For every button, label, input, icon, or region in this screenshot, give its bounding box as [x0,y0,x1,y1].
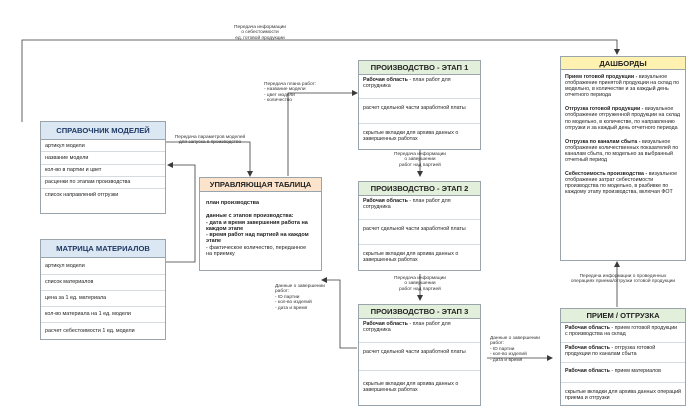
arrow-management-to-stage1 [287,90,358,176]
materials-matrix-title: МАТРИЦА МАТЕРИАЛОВ [41,240,165,258]
label-done-data: Данные о завершении работ: - ID партии -… [275,284,325,311]
label-done-data-3: Данные о завершении работ: - ID партии -… [490,336,540,363]
management-item: - дата и время завершения работа на [206,219,308,226]
management-plan-section: план производства [206,200,260,206]
arrow-materials-to-models [166,162,196,263]
models-directory-title: СПРАВОЧНИК МОДЕЛЕЙ [41,122,165,140]
shipping-row: Рабочая область - прием готовой продукци… [561,323,685,343]
stage-1-archive: скрытые вкладки для архива данных о заве… [363,130,459,143]
management-item: на приемку [206,251,235,258]
materials-row: кол-во материала на 1 ед. модели [41,307,165,323]
models-directory-box: СПРАВОЧНИК МОДЕЛЕЙ артикул модели назван… [40,121,166,214]
arrow-models-to-management [166,141,253,177]
shipping-title: ПРИЕМ / ОТГРУЗКА [561,309,685,323]
stage-1-work-area: Рабочая область - план работ для сотрудн… [359,75,480,99]
materials-matrix-box: МАТРИЦА МАТЕРИАЛОВ артикул модели список… [40,239,166,340]
models-row: расценки по этапам производства [41,177,165,190]
dashboard-block: Себестоимость производства - визуальное … [565,171,678,196]
arrow-models-to-dashboard [21,39,620,122]
label-completion-1: Передача информации о завершении работ н… [394,152,446,168]
materials-row: расчет себестоимости 1 ед. модели [45,327,135,334]
label-cost-info: Передача информации о себестоимости ед. … [234,25,286,41]
dashboard-block: Отгрузка по каналам сбыта - визуальное о… [565,138,679,164]
stage-3-salary-calc: расчет сдельной части заработной платы [359,343,480,371]
dashboards-title: ДАШБОРДЫ [561,57,685,70]
materials-row: артикул модели [41,259,165,275]
arrow-stage3-to-management [321,277,357,349]
label-completion-2: Передача информации о завершении работ н… [394,276,446,292]
dashboards-box: ДАШБОРДЫ Прием готовой продукции - визуа… [560,56,686,261]
shipping-row: Рабочая область - прием материалов [561,363,685,383]
management-table-box: УПРАВЛЯЮЩАЯ ТАБЛИЦА план производства да… [199,177,322,271]
label-model-params: Передача параметров моделей для запуска … [174,135,246,146]
label-ops-info: Передача информации о проведенных операц… [570,274,676,285]
stage-3-archive: скрытые вкладки для архива данных о заве… [363,381,459,394]
management-item: - время работ над партией на каждом [206,232,309,239]
stage-2-archive: скрытые вкладки для архива данных о заве… [363,251,459,264]
stage-3-work-area: Рабочая область - план работ для сотрудн… [359,319,480,343]
dashboard-block: Прием готовой продукции - визуальное ото… [565,74,680,99]
models-row: список направлений отгрузки [45,192,119,199]
management-item: - фактическое количество, переданное [206,244,307,251]
models-row: артикул модели [41,140,165,153]
management-stages-section: данные с этапов производства: [206,213,294,220]
shipping-box: ПРИЕМ / ОТГРУЗКА Рабочая область - прием… [560,308,686,406]
management-item: каждом этапе [206,225,244,232]
stage-2-title: ПРОИЗВОДСТВО - ЭТАП 2 [359,182,480,196]
stage-2-work-area: Рабочая область - план работ для сотрудн… [359,196,480,220]
stage-3-title: ПРОИЗВОДСТВО - ЭТАП 3 [359,305,480,319]
materials-row: список материалов [41,275,165,291]
models-row: название модели [41,152,165,165]
stage-1-salary-calc: расчет сдельной части заработной платы [359,99,480,124]
materials-row: цена за 1 ед. материала [41,291,165,307]
stage-1-box: ПРОИЗВОДСТВО - ЭТАП 1 Рабочая область - … [358,60,481,150]
stage-3-box: ПРОИЗВОДСТВО - ЭТАП 3 Рабочая область - … [358,304,481,406]
dashboard-block: Отгрузка готовой продукции - визуальное … [565,106,680,131]
shipping-archive: скрытые вкладки для архива данных операц… [565,389,681,402]
management-item: этапе [206,238,222,245]
shipping-row: Рабочая область - отгрузка готовой проду… [561,343,685,363]
label-work-plan: Передача плана работ: - название модели … [264,82,317,104]
stage-1-title: ПРОИЗВОДСТВО - ЭТАП 1 [359,61,480,75]
stage-2-box: ПРОИЗВОДСТВО - ЭТАП 2 Рабочая область - … [358,181,481,271]
stage-2-salary-calc: расчет сдельной части заработной платы [359,220,480,245]
models-row: кол-во в партии и цвет [41,165,165,177]
management-table-title: УПРАВЛЯЮЩАЯ ТАБЛИЦА [200,178,321,192]
